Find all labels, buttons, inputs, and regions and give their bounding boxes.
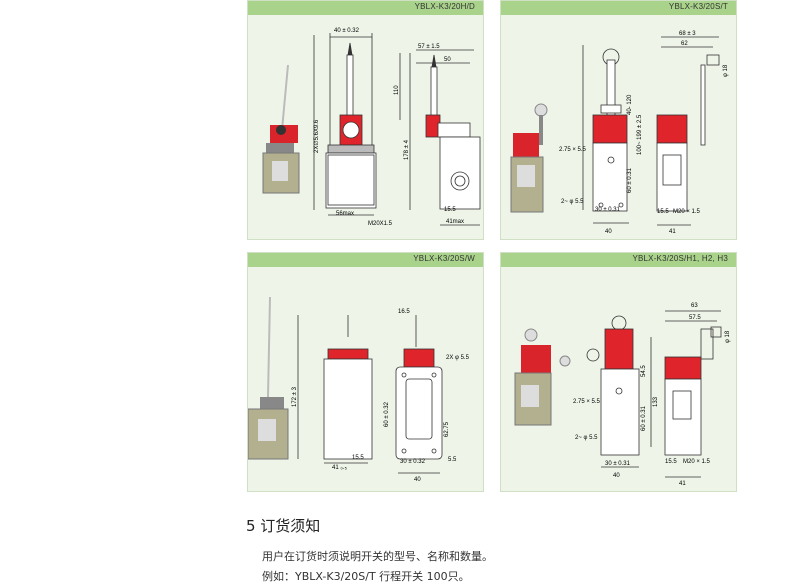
- side-view-drawing: [656, 36, 720, 226]
- dim-label: 2X∅5.6X9.6: [313, 119, 320, 153]
- dim-label: 30 ± 0.31: [605, 461, 631, 467]
- dim-label: 41: [669, 229, 676, 235]
- panel-header: YBLX-K3/20S/W: [248, 253, 483, 267]
- front-view-drawing: [313, 33, 411, 216]
- dim-label: 2~ φ 5.5: [561, 199, 584, 205]
- dim-label: 110: [394, 85, 400, 95]
- dim-label: 15.5: [665, 459, 677, 465]
- dim-label: 41max: [446, 219, 464, 225]
- dim-label: 30 ± 0.31: [595, 207, 621, 213]
- dim-label: 57.5: [689, 315, 701, 321]
- side-view-drawing: [395, 315, 443, 474]
- dim-label: 15.5: [352, 455, 364, 461]
- dim-label: 40: [414, 477, 421, 483]
- front-view-drawing: [582, 45, 629, 224]
- panel-title: YBLX-K3/20S/T: [668, 2, 728, 11]
- dim-label: M20 × 1.5: [673, 209, 701, 215]
- product-photo: [514, 328, 571, 426]
- product-photo: [247, 296, 289, 460]
- dim-label: 2X φ 5.5: [446, 355, 470, 361]
- panel-title: YBLX-K3/20S/H1, H2, H3: [632, 254, 728, 263]
- dim-label: 40- 120: [627, 94, 633, 115]
- front-view-drawing: [297, 315, 373, 464]
- dim-label: 172 ± 3: [292, 386, 298, 407]
- drawing-yblx-k3-20s-w: 16.5 2X φ 5.5 172 ± 3 60 ± 0.32 62.75 15…: [247, 296, 470, 483]
- side-view-drawing: [416, 49, 481, 226]
- drawing-yblx-k3-20s-t: 68 ± 3 62 φ 18 40- 120 100~ 199 ± 2.5 2.…: [510, 31, 729, 235]
- dim-label: M20 × 1.5: [683, 459, 711, 465]
- dim-label: 41: [679, 481, 686, 487]
- dim-label: 63: [691, 303, 698, 309]
- dim-label: 40: [605, 229, 612, 235]
- section-title: 5 订货须知: [246, 517, 321, 535]
- dim-label: 2~ φ 5.5: [575, 435, 598, 441]
- panel-yblx-k3-20s-w: YBLX-K3/20S/W: [247, 252, 484, 492]
- panel-header: YBLX-K3/20S/T: [501, 1, 736, 15]
- dim-label: 15.5: [444, 207, 456, 213]
- dim-label: 57 ± 1.5: [418, 44, 440, 50]
- dim-label: 54.5: [641, 365, 647, 377]
- dim-label: 15.5: [657, 209, 669, 215]
- dim-label: 133: [653, 396, 659, 407]
- dim-label: 16.5: [398, 309, 410, 315]
- dim-label: 60 ± 0.31: [641, 405, 647, 431]
- panel-title: YBLX-K3/20H/D: [414, 2, 475, 11]
- front-view-drawing: [586, 315, 652, 468]
- panel-header: YBLX-K3/20H/D: [248, 1, 483, 15]
- panel-yblx-k3-20s-t: YBLX-K3/20S/T: [500, 0, 737, 240]
- dim-label: 62.75: [444, 421, 450, 437]
- drawing-yblx-k3-20h-d: 40 ± 0.32 57 ± 1.5 50 2X∅5.6X9.6 110 178…: [262, 28, 481, 227]
- dim-label: 68 ± 3: [679, 31, 696, 37]
- panel-header: YBLX-K3/20S/H1, H2, H3: [501, 253, 736, 267]
- dim-label: 178 ± 4: [404, 139, 410, 160]
- product-photo: [262, 64, 300, 194]
- dim-label: 2.75 × 5.5: [573, 399, 601, 405]
- ordering-example: 例如：YBLX-K3/20S/T 行程开关 100只。: [262, 570, 470, 583]
- dim-label: φ 18: [725, 330, 731, 343]
- dim-label: 41 ₀.₅: [332, 465, 347, 471]
- dim-label: 56max: [336, 211, 354, 217]
- dim-label: 30 ± 0.32: [400, 459, 426, 465]
- panel-yblx-k3-20h-d: YBLX-K3/20H/D: [247, 0, 484, 240]
- dim-label: 40: [613, 473, 620, 479]
- panel-title: YBLX-K3/20S/W: [413, 254, 475, 263]
- dim-label: 60 ± 0.31: [627, 167, 633, 193]
- dim-label: 100~ 199 ± 2.5: [637, 114, 643, 155]
- dim-label: 50: [444, 57, 451, 63]
- dim-label: 5.5: [448, 457, 457, 463]
- dim-label: 60 ± 0.32: [384, 401, 390, 427]
- dim-label: φ 18: [723, 64, 729, 77]
- dim-label: 40 ± 0.32: [334, 28, 360, 34]
- dim-label: 62: [681, 41, 688, 47]
- ordering-instruction: 用户在订货时须说明开关的型号、名称和数量。: [262, 550, 493, 563]
- dim-label: 2.75 × 5.5: [559, 147, 587, 153]
- dim-label: M20X1.5: [368, 221, 393, 227]
- drawing-yblx-k3-20s-h: 63 57.5 φ 18 54.5 2.75 × 5.5 60 ± 0.31 1…: [514, 303, 731, 487]
- product-photo: [510, 103, 548, 213]
- side-view-drawing: [664, 310, 722, 478]
- panel-yblx-k3-20s-h: YBLX-K3/20S/H1, H2, H3: [500, 252, 737, 492]
